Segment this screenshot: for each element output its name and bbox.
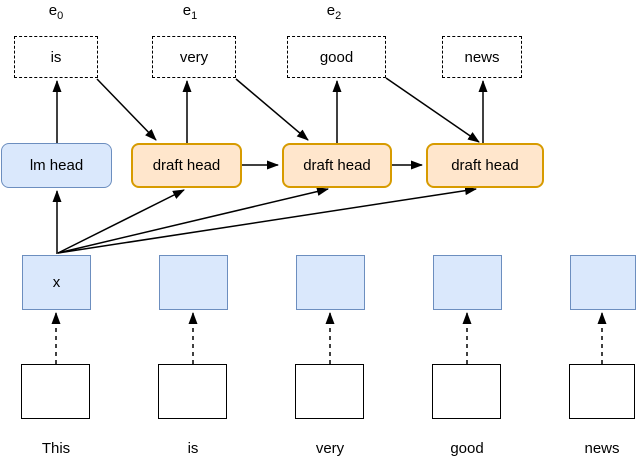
lm-head-label: lm head (29, 157, 84, 174)
embedding-label-e2: e2 (309, 2, 359, 22)
hidden-state-box (296, 255, 365, 310)
hidden-state-label: x (52, 274, 61, 291)
input-token-label-news: news (584, 440, 620, 457)
arrow-x-to-draft-head3 (57, 186, 477, 254)
arrow-x-to-draft-head1 (57, 189, 185, 254)
hidden-state-box (570, 255, 636, 310)
e1-subscript: 1 (191, 10, 198, 22)
e0-subscript: 0 (57, 10, 64, 22)
predicted-token-box-news: news (442, 36, 522, 78)
hidden-state-box (433, 255, 502, 310)
embedding-label-e1: e1 (165, 2, 215, 22)
predicted-token-box-is: is (14, 36, 98, 78)
input-embedding-box (569, 364, 635, 419)
input-embedding-box (295, 364, 364, 419)
arrow-good-to-draft-head3 (385, 77, 480, 143)
draft-head-label: draft head (303, 157, 371, 174)
e1-base: e (182, 2, 192, 19)
predicted-token-label: is (50, 48, 62, 66)
draft-head3-box: draft head (426, 143, 544, 188)
draft-head-label: draft head (451, 157, 519, 174)
draft-head2-box: draft head (282, 143, 392, 188)
input-embedding-box (158, 364, 227, 419)
draft-head-label: draft head (152, 157, 221, 174)
input-embedding-box (21, 364, 90, 419)
e2-base: e (326, 2, 336, 19)
e0-base: e (48, 2, 58, 19)
input-token-label-very: very (315, 440, 345, 457)
input-token-label-good: good (450, 440, 484, 457)
predicted-token-label: good (319, 48, 354, 66)
input-token-label-is: is (187, 440, 199, 457)
predicted-token-label: news (464, 48, 500, 66)
input-embedding-box (432, 364, 501, 419)
arrow-x-to-draft-head2 (57, 187, 329, 254)
lm-head-box: lm head (1, 143, 112, 188)
embedding-label-e0: e0 (31, 2, 81, 22)
hidden-state-box-x: x (22, 255, 91, 310)
predicted-token-box-very: very (152, 36, 236, 78)
draft-head1-box: draft head (131, 143, 242, 188)
predicted-token-box-good: good (287, 36, 386, 78)
input-token-label-this: This (41, 440, 71, 457)
arrow-very-to-draft-head2 (235, 78, 309, 141)
hidden-state-box (159, 255, 228, 310)
predicted-token-label: very (179, 48, 209, 66)
arrow-is-to-draft-head1 (96, 78, 157, 141)
e2-subscript: 2 (335, 10, 342, 22)
